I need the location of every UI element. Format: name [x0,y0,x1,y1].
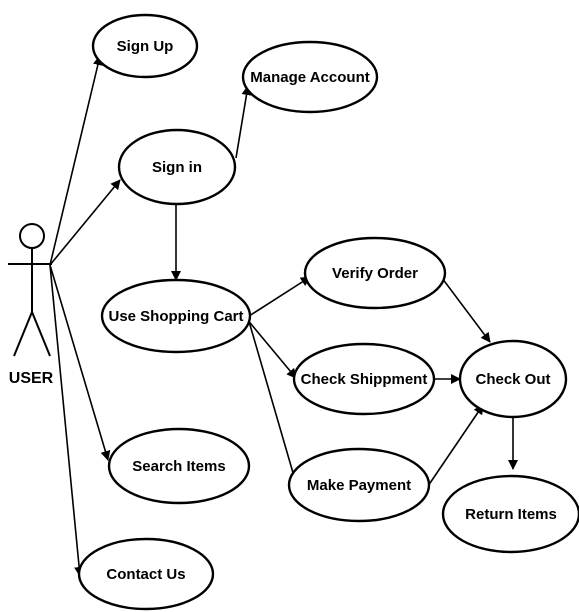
use-case-label: Manage Account [250,69,369,86]
use-case-label: Check Out [475,371,550,388]
edge-make-payment-check-out [427,404,484,487]
edge-sign-in-manage-account [235,85,252,159]
use-case-verify-order: Verify Order [303,236,447,310]
use-case-label: Make Payment [307,477,411,494]
edge-user-sign-in [49,179,121,266]
actor-user: USER [8,223,54,387]
use-case-contact-us: Contact Us [77,537,215,611]
use-case-return-items: Return Items [441,474,579,554]
edge-cart-make-payment [247,317,301,491]
use-case-search-items: Search Items [107,427,251,505]
use-case-make-payment: Make Payment [287,447,431,523]
use-case-label: Use Shopping Cart [108,308,243,325]
use-case-manage-account: Manage Account [241,40,379,114]
relations [49,55,518,577]
edge-cart-check-shippment [245,317,297,379]
edge-user-sign-up [49,55,103,266]
use-case-check-out: Check Out [458,339,568,419]
actor-right-leg [31,311,51,357]
use-case-label: Return Items [465,506,557,523]
edge-user-search-items [49,264,111,461]
edge-cart-verify-order [245,276,311,319]
use-case-label: Search Items [132,458,225,475]
use-case-label: Sign Up [117,38,174,55]
use-case-use-shopping-cart: Use Shopping Cart [100,278,252,354]
edge-user-contact-us [49,264,85,577]
use-case-sign-in: Sign in [117,128,237,206]
use-case-label: Sign in [152,159,202,176]
use-case-check-shippment: Check Shippment [292,342,436,416]
actor-head [19,223,45,249]
use-case-label: Verify Order [332,265,418,282]
use-case-label: Contact Us [106,566,185,583]
actor-left-leg [13,311,33,357]
actor-label: USER [9,370,54,387]
use-case-label: Check Shippment [301,371,428,388]
use-case-sign-up: Sign Up [91,13,199,79]
edge-verify-order-check-out [441,277,491,343]
